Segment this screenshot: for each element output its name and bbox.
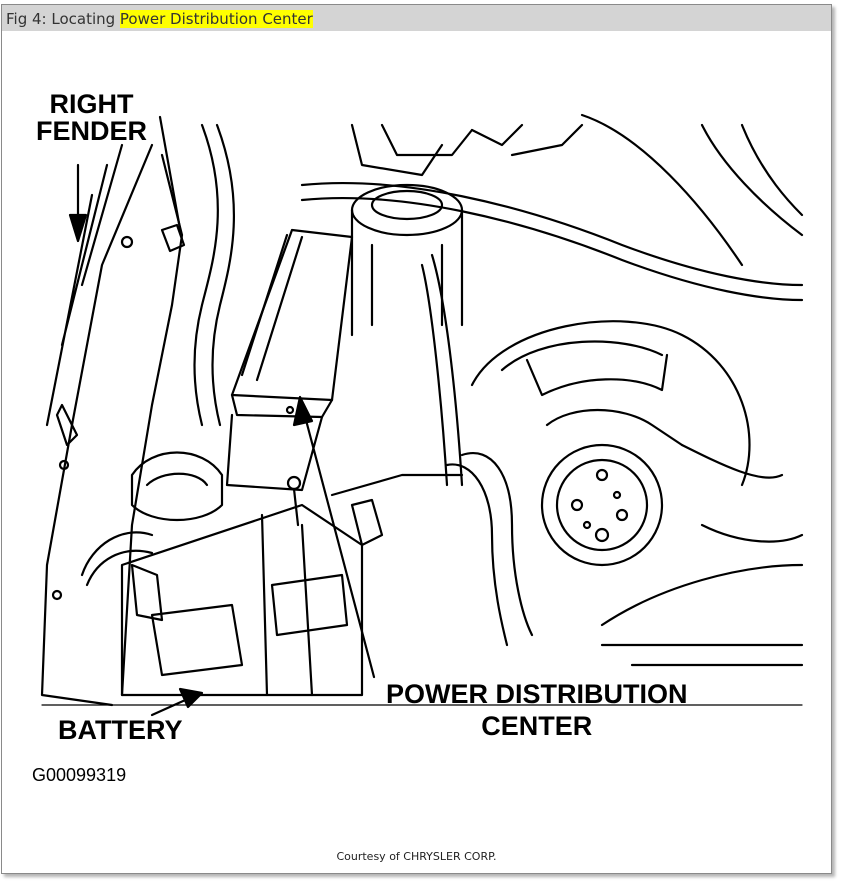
boots-left [130,451,224,521]
caption-prefix: Fig 4: Locating [6,10,120,28]
caption-highlight: Power Distribution Center [119,10,313,28]
pulley-assembly [470,320,804,667]
figure-frame: Fig 4: Locating Power Distribution Cente… [1,4,832,874]
reservoir [350,183,464,337]
caption-bar: Fig 4: Locating Power Distribution Cente… [2,5,831,31]
right-fender-label: RIGHT FENDER [36,91,147,145]
right-fender-label-line1: RIGHT [49,89,134,119]
hoses-lower [330,253,534,647]
figure-caption: Fig 4: Locating Power Distribution Cente… [6,10,313,28]
figure-code: G00099319 [32,765,127,785]
pdc-label-line2: CENTER [481,711,593,741]
power-distribution-center-box [225,228,354,492]
pdc-label: POWER DISTRIBUTION CENTER [386,681,688,740]
pdc-label-line1: POWER DISTRIBUTION [386,679,688,709]
engine-bay-illustration [40,113,804,717]
right-fender-panel [40,143,186,707]
battery-label: BATTERY [58,715,183,745]
battery-arrow [150,687,204,717]
hoses-top [193,113,804,427]
battery [80,475,384,697]
right-fender-label-line2: FENDER [36,116,148,146]
courtesy-credit: Courtesy of CHRYSLER CORP. [336,850,497,863]
fender-arrow [68,115,184,243]
